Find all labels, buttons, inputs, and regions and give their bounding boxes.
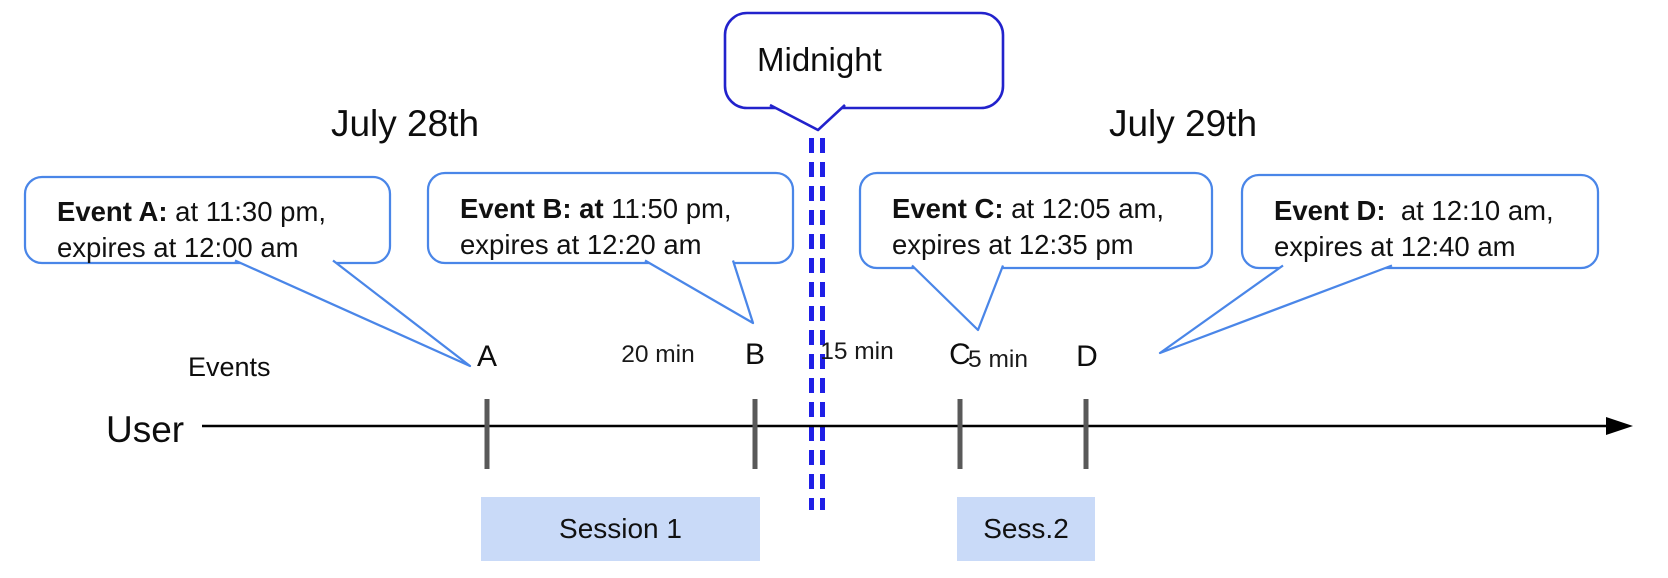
tick-label-d: D <box>1076 340 1098 373</box>
interval-15min-label: 15 min <box>820 338 894 365</box>
session-2-box: Sess.2 <box>957 497 1095 561</box>
tick-c <box>957 399 963 469</box>
callout-a-bubble <box>23 175 472 368</box>
callout-d-bubble <box>1158 173 1600 355</box>
interval-5min-label: 5 min <box>968 346 1028 373</box>
callout-event-a: Event A: at 11:30 pm, expires at 12:00 a… <box>57 194 326 266</box>
user-axis-label: User <box>106 409 185 450</box>
callout-b-line1: Event B: at 11:50 pm, <box>460 193 732 224</box>
callout-b-bubble <box>426 171 795 325</box>
callout-c-line1: Event C: at 12:05 am, <box>892 193 1165 224</box>
session-1-box: Session 1 <box>481 497 760 561</box>
interval-20min-label: 20 min <box>621 341 695 368</box>
timeline-arrow <box>202 417 1633 435</box>
midnight-label: Midnight <box>725 13 1035 106</box>
day-title-july-29: July 29th <box>1108 103 1258 144</box>
session-1-label: Session 1 <box>559 513 682 544</box>
callout-c-bubble <box>858 171 1214 332</box>
tick-label-b: B <box>744 338 765 371</box>
callout-event-d: Event D: at 12:10 am, expires at 12:40 a… <box>1274 193 1554 265</box>
events-axis-label: Events <box>188 352 271 382</box>
tick-label-c: C <box>949 338 971 371</box>
callout-a-line1: Event A: at 11:30 pm, <box>57 196 327 227</box>
tick-a <box>484 399 490 469</box>
midnight-label-text: Midnight <box>757 40 882 78</box>
callout-c-line2: expires at 12:35 pm <box>892 229 1134 260</box>
tick-label-a: A <box>476 340 497 373</box>
callout-d-line1: Event D: at 12:10 am, <box>1274 195 1554 226</box>
callout-a-line2: expires at 12:00 am <box>57 232 299 263</box>
callout-event-c: Event C: at 12:05 am, expires at 12:35 p… <box>892 191 1164 263</box>
tick-d <box>1083 399 1089 469</box>
callout-b-line2: expires at 12:20 am <box>460 229 702 260</box>
callout-event-b: Event B: at 11:50 pm, expires at 12:20 a… <box>460 191 732 263</box>
callout-d-line2: expires at 12:40 am <box>1274 231 1516 262</box>
midnight-bubble <box>723 11 1005 132</box>
tick-b <box>752 399 758 469</box>
midnight-dashed-divider <box>809 138 825 510</box>
session-2-label: Sess.2 <box>983 513 1069 544</box>
day-title-july-28: July 28th <box>330 103 480 144</box>
